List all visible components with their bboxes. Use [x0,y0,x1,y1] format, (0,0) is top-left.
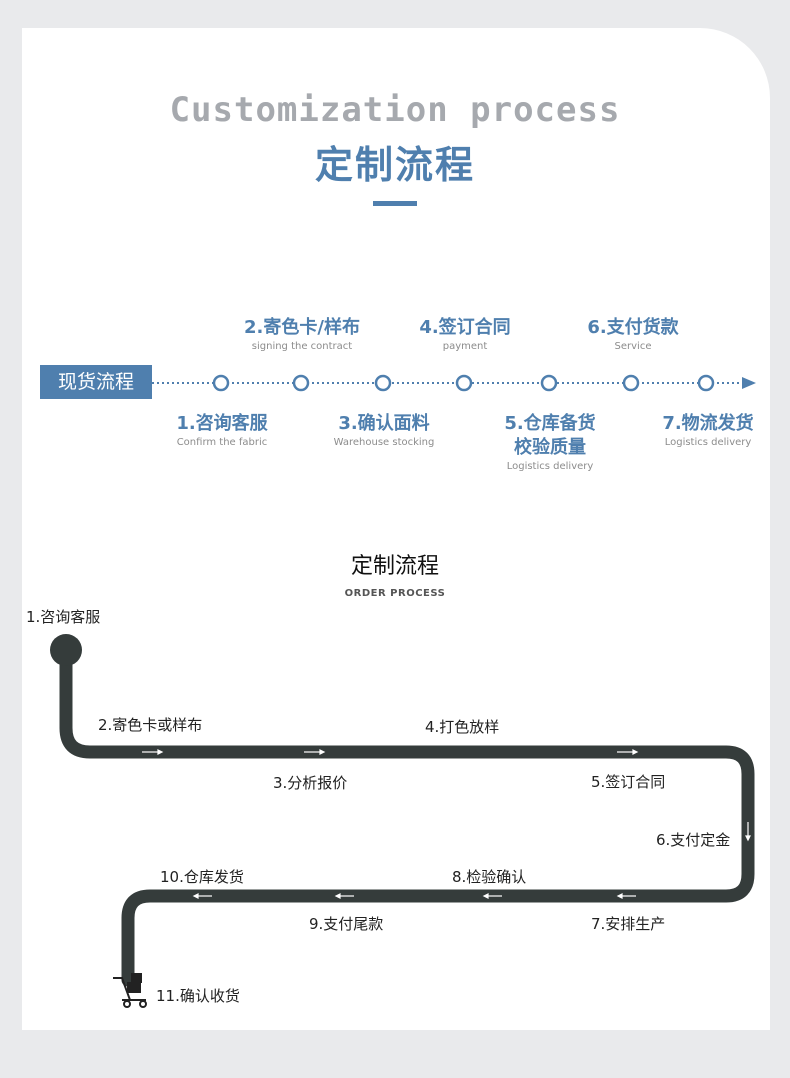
step-title: 5.仓库备货 [504,413,596,434]
order-step-8: 8.检验确认 [452,868,527,886]
step-subtitle: Logistics delivery [664,437,752,448]
track-arrows [142,749,751,899]
step-subtitle: payment [442,341,488,352]
step-title: 1.咨询客服 [176,413,268,434]
timeline-step-7: 7.物流发货 Logistics delivery [638,412,778,450]
step-subtitle: Service [614,341,652,352]
step-title: 3.确认面料 [338,413,430,434]
step-title: 2.寄色卡/样布 [244,317,360,338]
order-process-title: 定制流程 [350,554,439,579]
content-card [22,28,770,1030]
step-title-line2: 校验质量 [514,437,586,458]
step-subtitle: Logistics delivery [506,461,594,472]
timeline-node [697,374,715,392]
timeline-node [212,374,230,392]
order-step-9: 9.支付尾款 [309,915,384,933]
timeline-node [292,374,310,392]
order-step-6: 6.支付定金 [656,831,731,849]
timeline-step-2: 2.寄色卡/样布 signing the contract [222,316,382,354]
order-process-subtitle: ORDER PROCESS [344,588,446,599]
order-step-5: 5.签订合同 [591,773,666,791]
order-step-3: 3.分析报价 [273,774,348,792]
title-underline [373,201,417,206]
timeline-step-4: 4.签订合同 payment [395,316,535,354]
timeline-node [540,374,558,392]
step-subtitle: Warehouse stocking [333,437,435,448]
step-subtitle: signing the contract [251,341,353,352]
hand-truck-icon [113,973,147,1008]
order-step-4: 4.打色放样 [425,718,500,736]
timeline-node [622,374,640,392]
timeline-step-5: 5.仓库备货 校验质量 Logistics delivery [480,412,620,474]
title-english: Customization process [169,90,621,130]
order-step-7: 7.安排生产 [591,915,666,933]
timeline-arrow-head [742,377,756,389]
start-label-box: 现货流程 [40,365,152,399]
order-step-2: 2.寄色卡或样布 [98,716,203,734]
step-title: 6.支付货款 [587,317,679,338]
order-step-10: 10.仓库发货 [160,868,244,886]
step-title: 7.物流发货 [662,413,754,434]
order-step-1: 1.咨询客服 [26,608,101,626]
timeline-step-6: 6.支付货款 Service [563,316,703,354]
order-step-11: 11.确认收货 [156,987,240,1005]
track-start-dot [50,634,82,666]
timeline-node [374,374,392,392]
timeline-step-1: 1.咨询客服 Confirm the fabric [152,412,292,450]
title-chinese: 定制流程 [314,143,475,187]
timeline-node [455,374,473,392]
step-subtitle: Confirm the fabric [176,437,268,448]
timeline-step-3: 3.确认面料 Warehouse stocking [314,412,454,450]
step-title: 4.签订合同 [419,317,511,338]
